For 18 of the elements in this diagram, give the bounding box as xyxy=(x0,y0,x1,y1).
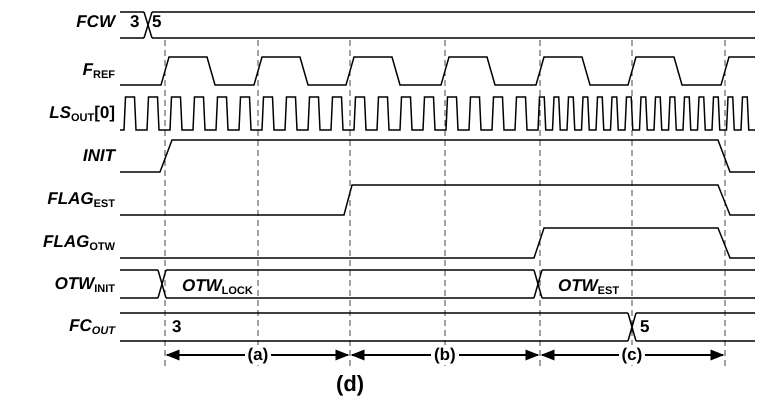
bus-value: 5 xyxy=(640,317,650,337)
signal-name: OTW$_{INIT}$ xyxy=(54,274,115,297)
signal-name: LS$_{OUT}$[0] xyxy=(48,103,115,126)
bus-value: OTW$_{EST}$ xyxy=(558,276,620,299)
interval-label: (b) xyxy=(431,345,459,365)
interval-label: (a) xyxy=(244,345,272,365)
signal-name: F$_{REF}$ xyxy=(82,60,115,83)
signal-name: FLAG$_{EST}$ xyxy=(46,189,115,212)
caption: (d) xyxy=(336,374,364,394)
signal-name: FCW xyxy=(75,12,115,32)
bus-value: 3 xyxy=(130,12,140,32)
signal-name: FLAG$_{OTW}$ xyxy=(42,232,115,255)
bus-value: OTW$_{LOCK}$ xyxy=(182,276,253,299)
bus-value: 3 xyxy=(172,317,182,337)
signal-name: FC$_{OUT}$ xyxy=(68,316,115,339)
signal-name: INIT xyxy=(82,146,115,166)
interval-label: (c) xyxy=(618,345,646,365)
bus-value: 5 xyxy=(152,12,162,32)
